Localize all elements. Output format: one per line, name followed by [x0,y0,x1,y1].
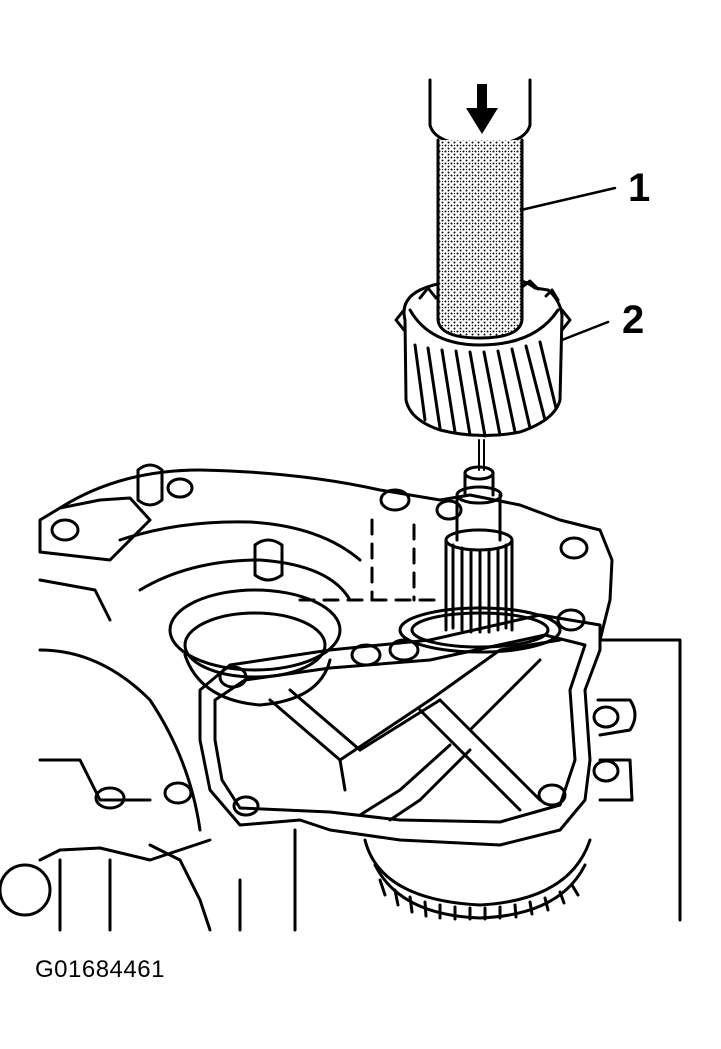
callout-1-leader [519,186,617,212]
ring-gear [363,838,592,921]
figure-identifier: G01684461 [35,956,165,983]
down-arrow-icon [466,84,498,134]
installer-tool [428,78,532,340]
gear-housing-cover [198,613,682,922]
callout-2-leader [560,320,610,342]
callout-label-2: 2 [622,298,645,342]
callout-label-1: 1 [628,166,651,210]
output-shaft [398,439,562,654]
transmission-case [0,463,614,932]
